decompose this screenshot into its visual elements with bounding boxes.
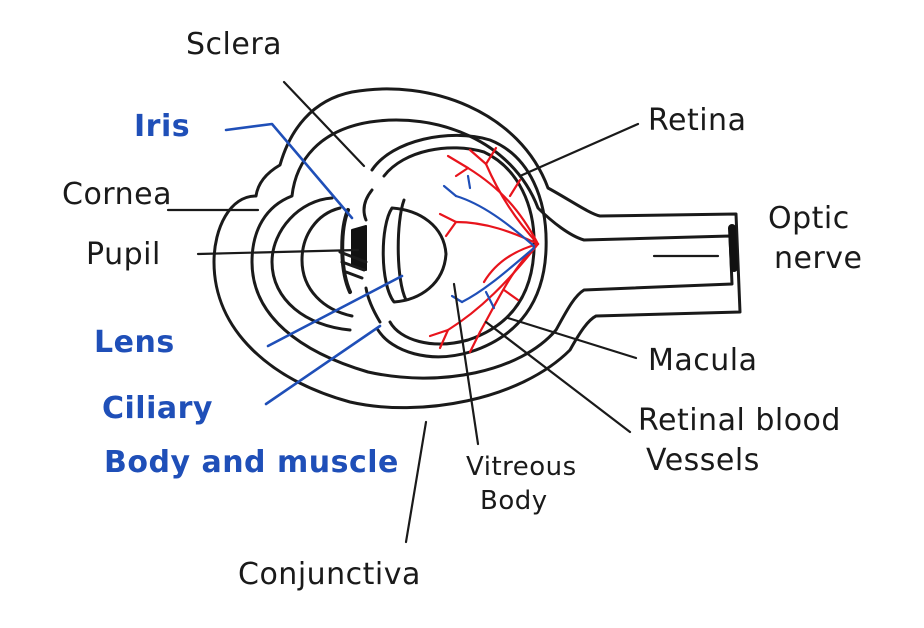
- lens-front: [396, 198, 408, 302]
- pupil-shape: [351, 225, 367, 271]
- leader-macula: [506, 316, 638, 360]
- leader-pupil: [196, 248, 360, 256]
- leader-lens: [266, 274, 404, 348]
- iris-stroke: [338, 250, 368, 264]
- leader-vitreous: [452, 282, 480, 446]
- leader-ciliary: [264, 324, 382, 406]
- label-retina: Retina: [648, 103, 747, 138]
- retinal-vessels-blue: [442, 174, 536, 310]
- label-vitreous-line1: Vitreous: [466, 452, 577, 482]
- label-macula: Macula: [648, 343, 758, 378]
- label-conjunctiva: Conjunctiva: [238, 557, 421, 592]
- label-cornea: Cornea: [62, 177, 172, 212]
- leader-retina: [518, 122, 640, 178]
- label-pupil: Pupil: [86, 237, 161, 272]
- ciliary-body: [362, 188, 382, 324]
- iris-stroke: [344, 270, 364, 280]
- label-ciliary-line2: Body and muscle: [104, 445, 399, 480]
- sclera-outline: [250, 118, 734, 380]
- label-optic-line1: Optic: [768, 201, 850, 236]
- label-optic-line2: nerve: [774, 241, 863, 276]
- leader-lines: [166, 80, 720, 544]
- label-ciliary-line1: Ciliary: [102, 391, 213, 426]
- leader-sclera: [282, 80, 366, 168]
- label-lens: Lens: [94, 325, 175, 360]
- leader-lines-blue: [224, 122, 404, 406]
- lens-shape: [381, 206, 448, 304]
- label-iris: Iris: [134, 109, 191, 144]
- label-retinal-vessels-line1: Retinal blood: [638, 403, 841, 438]
- conjunctiva-outline: [212, 87, 742, 410]
- retina-outline: [370, 133, 548, 359]
- label-sclera: Sclera: [186, 27, 283, 62]
- cornea-inner: [300, 206, 354, 318]
- retinal-vessels-red: [428, 146, 540, 354]
- leader-retinal-vessels: [484, 320, 632, 434]
- optic-disc: [728, 224, 738, 272]
- label-retinal-vessels-line2: Vessels: [646, 443, 760, 478]
- leader-conjunctiva: [404, 420, 428, 544]
- iris-stroke: [340, 260, 366, 272]
- leader-iris: [224, 122, 354, 220]
- label-vitreous-line2: Body: [480, 486, 548, 516]
